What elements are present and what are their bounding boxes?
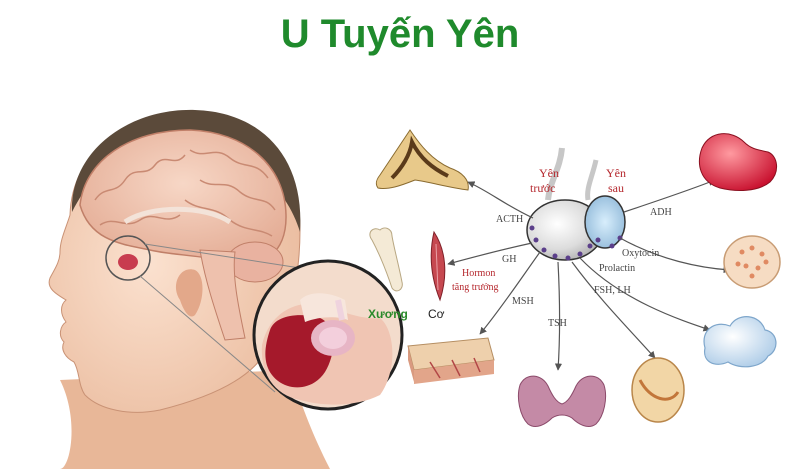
brain-illustration (79, 129, 287, 265)
anterior-label-line2: trước (530, 181, 556, 195)
label-bone: Xương (368, 307, 408, 321)
label-msh: MSH (512, 296, 534, 307)
label-growth-hormone-line1: Hormon (462, 268, 495, 279)
uterus-icon (703, 316, 777, 368)
label-acth: ACTH (496, 214, 523, 225)
thyroid-icon (517, 375, 607, 427)
pituitary-gland-icon (526, 147, 626, 261)
mammary-gland-icon (723, 235, 781, 289)
label-fsh-lh: FSH, LH (594, 285, 631, 296)
label-tsh: TSH (548, 318, 567, 329)
page-title: U Tuyến Yên (280, 12, 520, 56)
label-growth-hormone-line2: tăng trưởng (452, 282, 499, 293)
label-adh: ADH (650, 207, 672, 218)
bone-icon (369, 227, 403, 292)
head-illustration (48, 109, 330, 469)
ovary-testis-icon (631, 357, 685, 423)
adrenal-gland-icon (375, 129, 469, 191)
label-gh: GH (502, 254, 516, 265)
label-oxytocin: Oxytocin (622, 248, 659, 259)
zoom-circle (252, 259, 404, 411)
anterior-label-line1: Yên (539, 166, 559, 180)
skin-icon (407, 337, 495, 384)
muscle-icon (430, 230, 446, 302)
posterior-label-line2: sau (608, 181, 624, 195)
kidney-icon (698, 133, 777, 191)
hormone-arrows (447, 179, 731, 371)
label-prolactin: Prolactin (599, 263, 635, 274)
label-muscle: Cơ (428, 307, 445, 321)
posterior-label-line1: Yên (606, 166, 626, 180)
